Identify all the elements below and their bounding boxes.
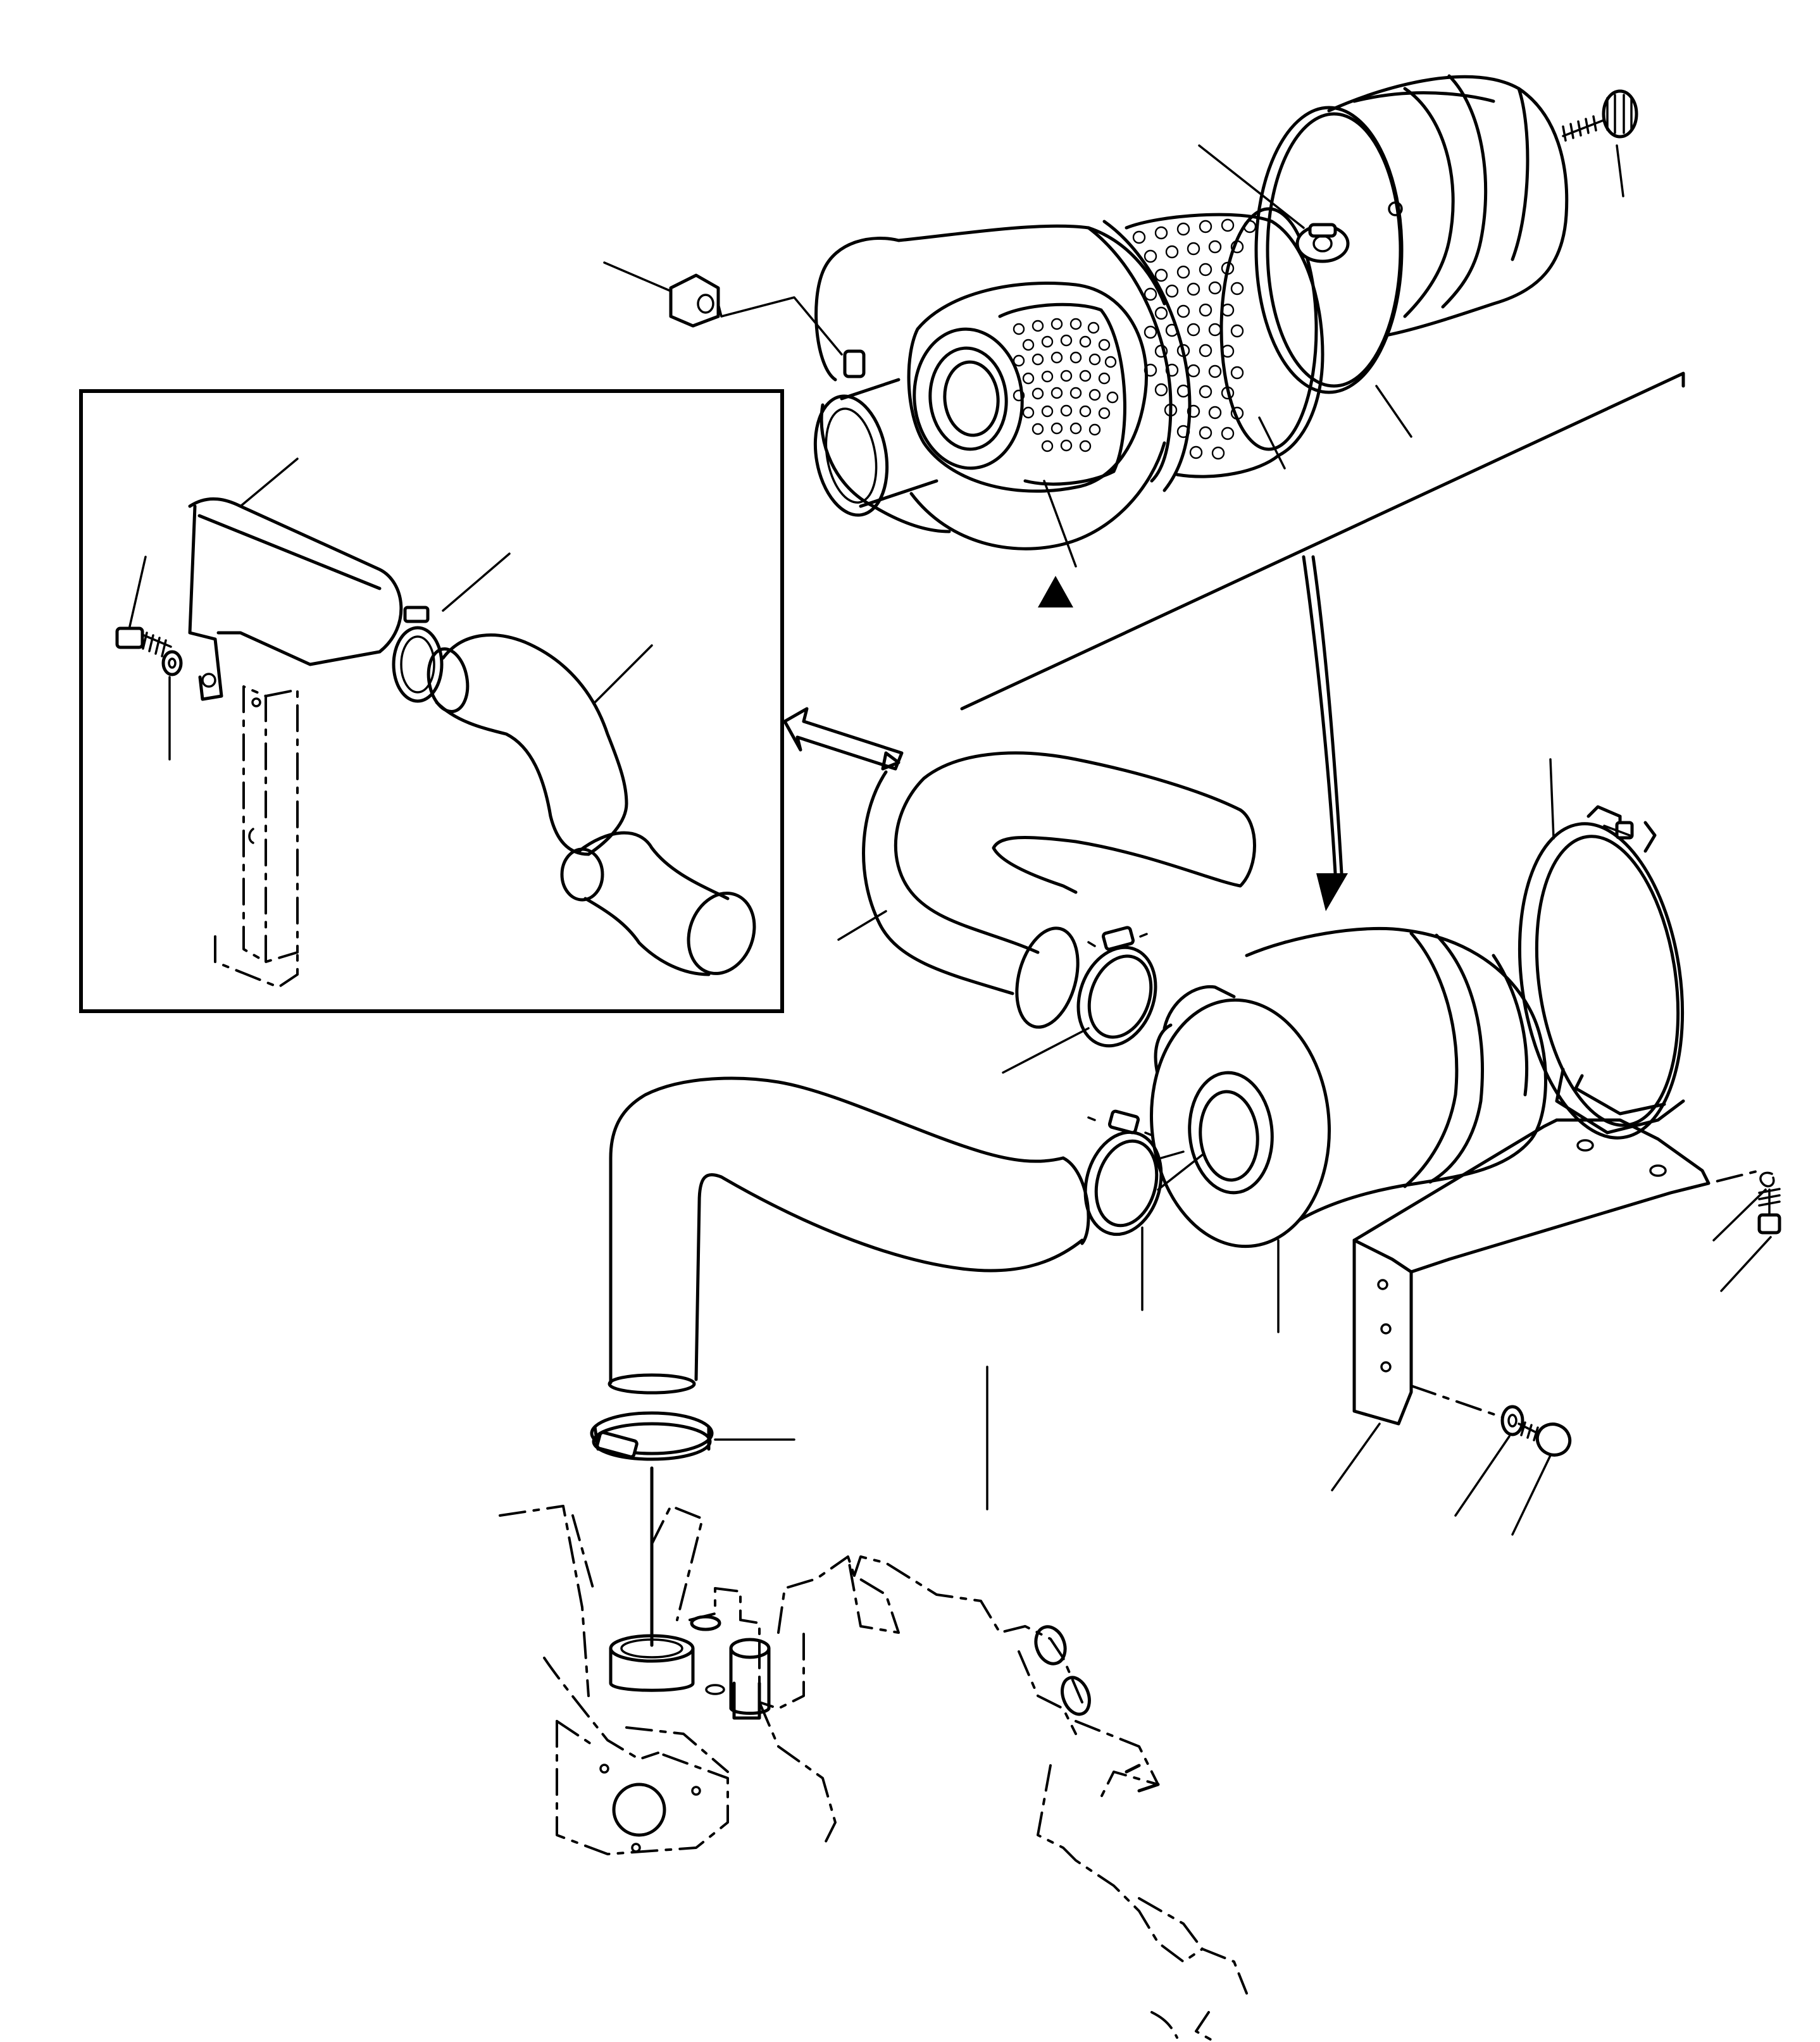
air-cleaner-housing [813, 220, 1192, 551]
inset-frame [79, 389, 784, 1013]
u-intake-hose [862, 751, 1256, 1029]
air-cleaner-exploded-assembly [603, 74, 1638, 607]
hollow-arrow-icon [783, 707, 904, 771]
bracket-lockwasher-right [1759, 1171, 1775, 1188]
upper-hose-clamp [1076, 926, 1157, 1048]
inset-elbow-hose-upper [427, 633, 628, 856]
engine-phantom-outline [499, 1466, 1248, 2042]
bracket-bolt-right [1757, 1188, 1781, 1235]
cleaner-band-clamp [1518, 805, 1685, 1140]
inset-mounting-bracket [188, 497, 403, 988]
cleaner-mounting-bracket [1352, 1118, 1711, 1426]
assembled-air-cleaner [1150, 926, 1547, 1248]
inset-leader-lines [128, 458, 653, 761]
inset-washer [161, 650, 183, 676]
separator-line [960, 371, 1685, 711]
inset-elbow-hose-lower [560, 831, 756, 976]
bracket-washer-lower [1500, 1405, 1524, 1436]
air-cleaner-end-cover [1327, 74, 1569, 337]
filled-triangle-icon [1038, 576, 1073, 607]
inset-hose-clamp [392, 606, 444, 703]
inner-safety-filter-element [998, 302, 1126, 486]
lower-intake-hose [608, 1076, 1090, 1395]
bolt-axis-line-right [1669, 1169, 1761, 1194]
bracket-bolt-lower [1518, 1421, 1572, 1457]
downward-arrow-icon [1302, 555, 1348, 911]
middle-hose-clamp [1083, 1109, 1163, 1236]
bolt-axis-line-lower [1410, 1385, 1504, 1419]
filter-wing-nut [1295, 223, 1350, 263]
inset-bolt [115, 626, 172, 657]
cover-sealing-ring [1254, 106, 1404, 394]
lower-leader-lines [714, 758, 1772, 1536]
cover-knob-screw [1562, 89, 1638, 142]
dust-valve-cap [669, 273, 843, 356]
inset-detail-view [79, 389, 784, 1013]
upper-leader-lines [603, 144, 1624, 568]
main-filter-element [1125, 207, 1324, 478]
clamp-axis-line [1157, 1150, 1204, 1191]
bottom-hose-clamp [590, 1411, 714, 1461]
